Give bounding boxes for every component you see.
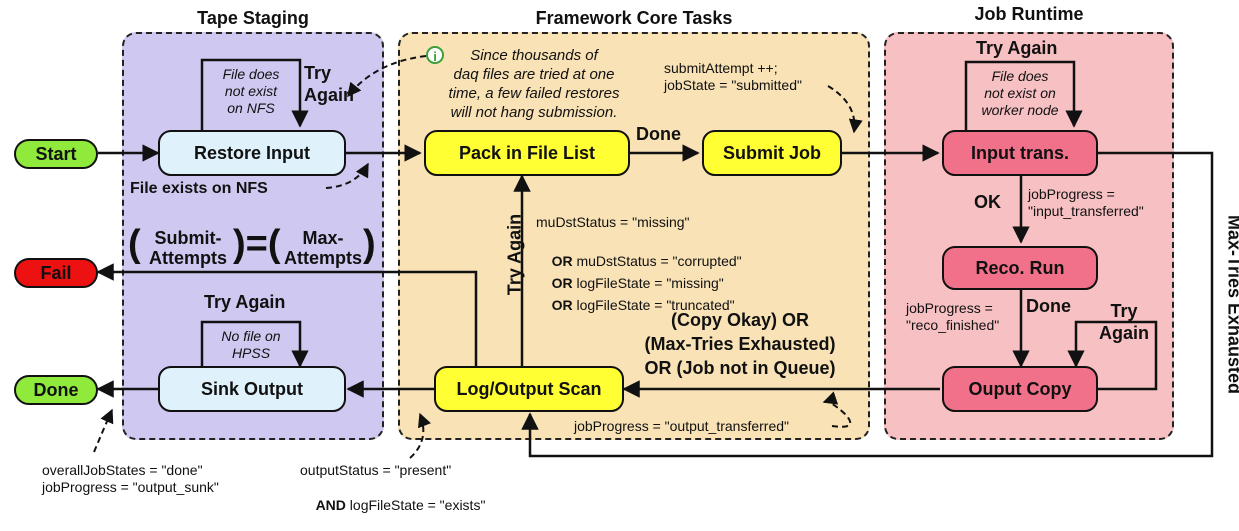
log-file-exists: logFileState = "exists"	[346, 497, 486, 513]
job-progress-output-transferred: jobProgress = "output_transferred"	[574, 418, 789, 435]
no-file-hpss-note: No file on HPSS	[206, 328, 296, 362]
done-node: Done	[14, 375, 98, 405]
submit-attempt-note: submitAttempt ++; jobState = "submitted"	[664, 60, 802, 94]
equation-right-paren: )	[363, 222, 376, 266]
output-copy-node: Ouput Copy	[942, 366, 1098, 412]
job-progress-input-transferred: jobProgress = "input_transferred"	[1028, 186, 1144, 220]
file-not-on-nfs-note: File does not exist on NFS	[206, 66, 296, 117]
file-exists-nfs-label: File exists on NFS	[130, 180, 268, 197]
output-status-present: outputStatus = "present"	[300, 462, 451, 479]
fail-node: Fail	[14, 258, 98, 288]
ok-label: OK	[974, 194, 1001, 211]
try-again-vertical-label: Try Again	[507, 205, 524, 305]
equation-submit-attempts: Submit- Attempts	[142, 228, 234, 268]
sink-output-node: Sink Output	[158, 366, 346, 412]
done-reco-label: Done	[1026, 298, 1071, 315]
job-progress-reco-finished: jobProgress = "reco_finished"	[906, 300, 999, 334]
equation-max-attempts: Max- Attempts	[280, 228, 366, 268]
workflow-diagram: Tape Staging Framework Core Tasks Job Ru…	[0, 0, 1239, 506]
mudst-missing: muDstStatus = "missing"	[536, 214, 690, 231]
try-again-runtime-label: Try Again	[976, 40, 1057, 57]
try-again-copy-label: Try Again	[1096, 300, 1152, 344]
note-submitted	[828, 86, 854, 132]
equation-left-paren: (	[128, 222, 141, 266]
note-done-state	[94, 410, 112, 452]
restore-input-node: Restore Input	[158, 130, 346, 176]
equation-equals: )=(	[233, 222, 281, 266]
try-again-sink-label: Try Again	[204, 294, 285, 311]
start-node: Start	[14, 139, 98, 169]
reco-run-node: Reco. Run	[942, 246, 1098, 290]
and-keyword: AND	[316, 497, 346, 513]
file-not-worker-note: File does not exist on worker node	[968, 68, 1072, 119]
info-note: Since thousands of daq files are tried a…	[400, 46, 650, 122]
or-keyword: OR	[552, 297, 573, 313]
submit-job-node: Submit Job	[702, 130, 842, 176]
copy-okay-condition: (Copy Okay) OR (Max-Tries Exhausted) OR …	[622, 308, 858, 380]
log-output-scan-node: Log/Output Scan	[434, 366, 624, 412]
max-tries-exhausted-label: Max-Tries Exhausted	[1226, 205, 1239, 405]
done-edge-label: Done	[636, 126, 681, 143]
try-again-tape-label: Try Again	[304, 62, 354, 106]
note-output-present	[410, 414, 423, 458]
overall-job-states-note: overallJobStates = "done" jobProgress = …	[42, 462, 219, 496]
input-trans-node: Input trans.	[942, 130, 1098, 176]
pack-file-list-node: Pack in File List	[424, 130, 630, 176]
note-output-transferred	[824, 402, 850, 427]
